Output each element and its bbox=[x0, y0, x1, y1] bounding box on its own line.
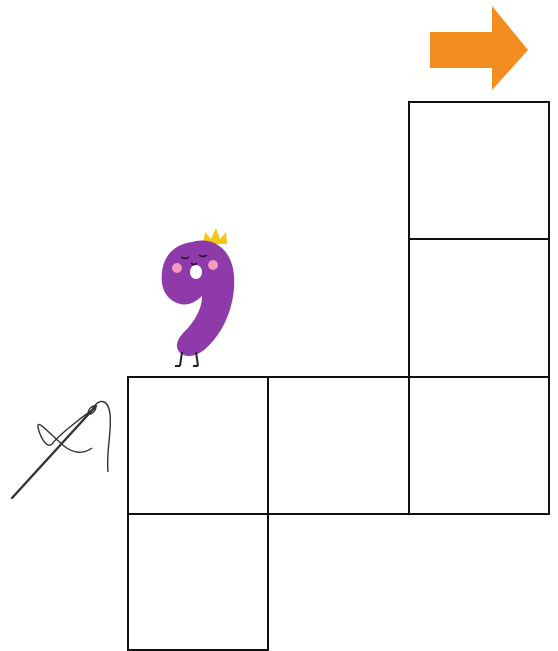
grid-cell bbox=[408, 238, 550, 378]
grid-cell bbox=[267, 376, 410, 515]
crowned-nine-character-icon bbox=[158, 224, 244, 370]
grid-cell bbox=[127, 513, 269, 651]
needle-and-thread-icon bbox=[8, 392, 120, 504]
grid-cell bbox=[127, 376, 269, 515]
arrow-right-icon bbox=[428, 4, 530, 92]
grid-cell bbox=[408, 376, 550, 515]
grid-cell bbox=[408, 101, 550, 240]
